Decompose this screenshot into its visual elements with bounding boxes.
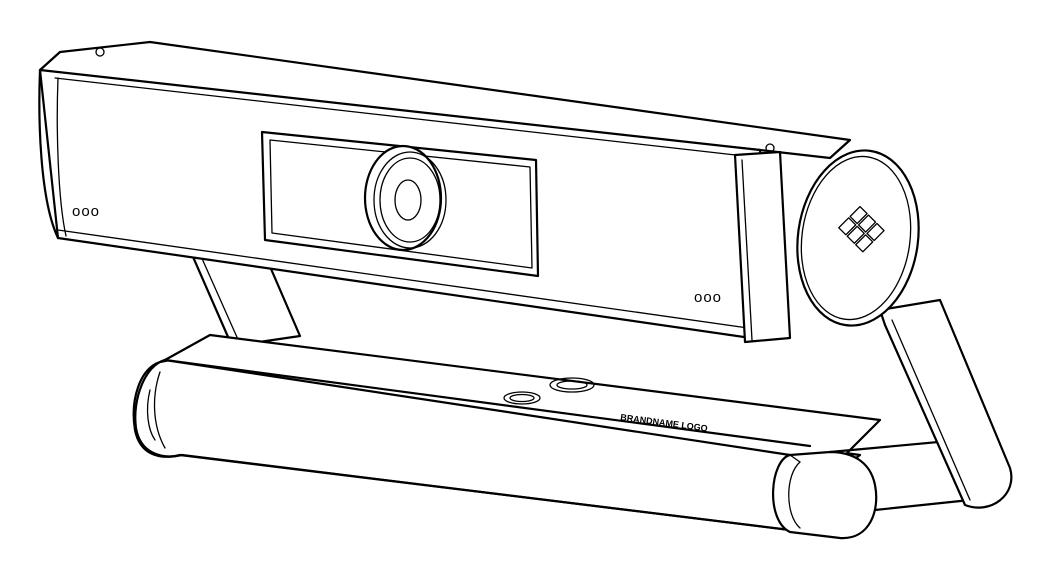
base-bar: BRANDNAME LOGO	[132, 333, 979, 540]
hinge-disc	[796, 149, 920, 327]
lens	[363, 144, 447, 252]
top-screw-right	[765, 143, 775, 153]
mic-left: ooo	[72, 203, 100, 220]
mic-right: ooo	[694, 289, 722, 306]
diamond-grid-logo-icon	[838, 205, 885, 253]
camera-body: ooo ooo	[38, 40, 852, 344]
top-screw-left	[95, 47, 105, 57]
mount-hole-large	[549, 377, 595, 393]
hinge-arm	[796, 149, 1013, 509]
mount-hole-small	[503, 391, 541, 405]
